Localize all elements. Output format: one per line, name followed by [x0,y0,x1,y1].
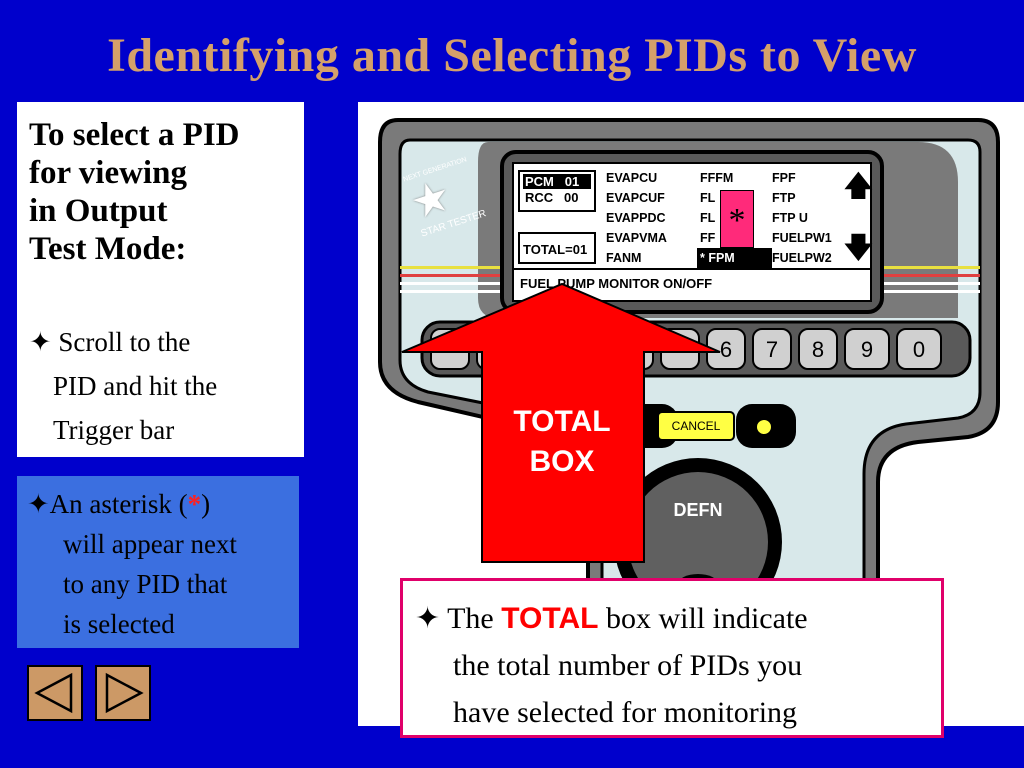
note-text: will appear next [63,529,237,559]
indicator-light-icon [756,419,772,435]
note-text: is selected [63,609,175,639]
pid-item[interactable]: FUELPW1 [772,231,832,245]
total-info-text: ✦ The TOTAL box will indicate the total … [415,595,935,736]
previous-slide-button[interactable] [27,665,83,721]
info-text: The [447,602,494,635]
scroll-up-arrow-icon[interactable]: 🡅 [844,170,873,201]
module-rcc[interactable]: RCC 00 [525,190,579,205]
bullet-text: Trigger bar [53,415,175,445]
bullet-text: PID and hit the [53,371,218,401]
arrow-label-line: BOX [529,445,595,478]
pid-item[interactable]: FL [700,211,716,225]
asterisk-symbol: * [187,489,202,519]
asterisk-note-panel: ✦An asterisk (*) will appear next to any… [17,476,299,648]
info-text: box will indicate [605,602,808,635]
info-text: have selected for monitoring [453,696,798,729]
key-9[interactable]: 9 [844,328,890,370]
next-slide-button[interactable] [95,665,151,721]
tester-screen: PCM 01 RCC 00 TOTAL=01 EVAPCU EVAPCUF EV… [514,164,873,300]
instruction-heading: To select a PID for viewing in Output Te… [29,116,299,268]
heading-line: in Output [29,193,168,229]
note-text: to any PID that [63,569,228,599]
cancel-button[interactable]: CANCEL [671,419,721,433]
pid-column-2: FFFM FL FL FF * FPM [697,168,772,268]
pid-item[interactable]: FANM [606,251,642,265]
star-bullet-icon: ✦ [29,327,52,357]
pid-item[interactable]: FPF [772,171,796,185]
total-info-box: ✦ The TOTAL box will indicate the total … [400,578,944,738]
pid-item[interactable]: FFFM [700,171,734,185]
instruction-panel: To select a PID for viewing in Output Te… [17,102,304,457]
scroll-instruction: ✦ Scroll to the PID and hit the Trigger … [29,320,299,452]
asterisk-note: ✦An asterisk (*) will appear next to any… [27,484,297,644]
defn-button[interactable]: DEFN [673,500,723,520]
note-text: ) [201,489,211,519]
pid-item[interactable]: EVAPVMA [606,231,667,245]
note-text: An asterisk ( [49,489,188,519]
pid-item[interactable]: FUELPW2 [772,251,832,265]
module-pcm[interactable]: PCM 01 [523,174,591,189]
key-0[interactable]: 0 [896,328,942,370]
total-emphasis: TOTAL [501,602,599,635]
pid-item[interactable]: EVAPPDC [606,211,666,225]
info-text: the total number of PIDs you [453,649,803,682]
triangle-right-icon [105,672,144,714]
screen-divider [514,268,870,270]
star-bullet-icon: ✦ [27,489,50,519]
heading-line: To select a PID [29,117,240,153]
bullet-text: Scroll to the [58,327,191,357]
pid-item-selected[interactable]: * FPM [697,248,772,268]
arrow-label-line: TOTAL [513,405,611,438]
pid-column-1: EVAPCU EVAPCUF EVAPPDC EVAPVMA FANM [606,168,667,268]
pid-item[interactable]: FTP U [772,211,808,225]
pid-item[interactable]: EVAPCU [606,171,658,185]
pid-item[interactable]: FL [700,191,716,205]
total-box-label: TOTAL BOX [482,402,642,482]
scroll-down-arrow-icon[interactable]: 🡇 [844,232,873,263]
total-box: TOTAL=01 [518,232,596,264]
pid-item[interactable]: EVAPCUF [606,191,665,205]
total-box-arrow [401,282,721,563]
pid-item[interactable]: FF [700,231,716,245]
key-7[interactable]: 7 [752,328,792,370]
pid-item[interactable]: FTP [772,191,796,205]
module-box: PCM 01 RCC 00 [518,170,596,212]
triangle-left-icon [34,672,73,714]
asterisk-marker: * [720,190,754,248]
heading-line: for viewing [29,155,187,191]
heading-line: Test Mode: [29,231,187,267]
slide-title: Identifying and Selecting PIDs to View [107,29,917,82]
key-8[interactable]: 8 [798,328,838,370]
pid-column-3: FPF FTP FTP U FUELPW1 FUELPW2 [772,168,832,268]
star-bullet-icon: ✦ [415,602,441,635]
